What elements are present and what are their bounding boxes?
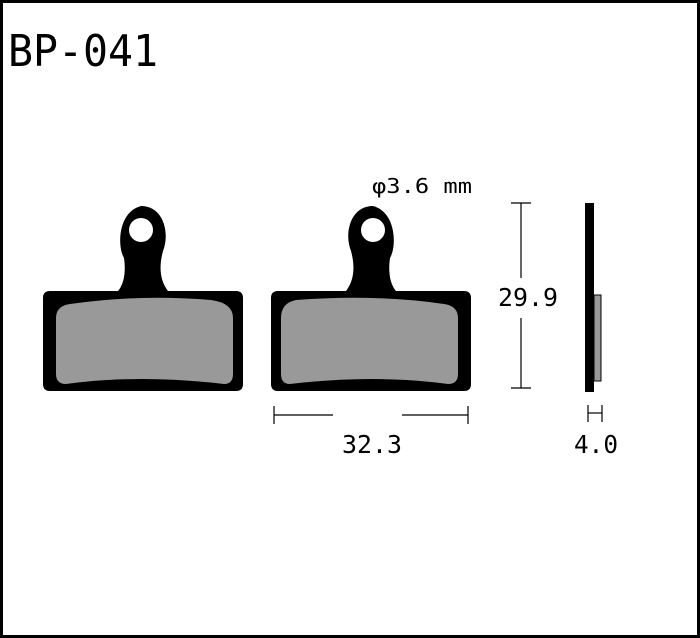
side-profile	[585, 203, 602, 392]
left-pad-mounting-hole	[129, 218, 153, 242]
width-dimension-label: 32.3	[342, 430, 402, 459]
middle-pad-mounting-hole	[361, 218, 385, 242]
side-profile-friction-material	[593, 294, 602, 382]
width-dimension	[273, 406, 469, 424]
side-profile-backing-plate	[585, 203, 594, 392]
height-dimension-label: 29.9	[498, 283, 558, 312]
left-pad	[43, 206, 243, 391]
hole-diameter-label: φ3.6 mm	[372, 174, 472, 198]
thickness-dimension-label: 4.0	[574, 430, 618, 459]
middle-pad-friction-material	[281, 297, 458, 384]
middle-pad	[271, 206, 471, 391]
left-pad-friction-material	[56, 297, 233, 384]
part-number-title: BP-041	[8, 26, 158, 77]
height-dimension	[511, 202, 531, 389]
thickness-dimension	[587, 405, 603, 422]
